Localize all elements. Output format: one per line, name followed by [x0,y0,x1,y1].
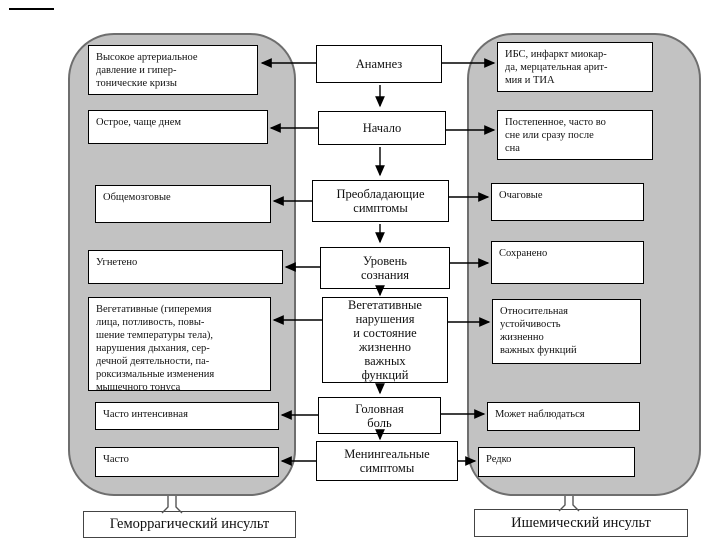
hemorrhagic-meningeal-box: Часто [95,447,279,477]
ischemic-meningeal-box: Редко [478,447,635,477]
ischemic-headache-box: Может наблюдаться [487,402,640,431]
ischemic-stroke-label-box: Ишемический инсульт [474,509,688,537]
consciousness-level-box: Уровень сознания [320,247,450,289]
meningeal-symptoms-box: Менингеальные симптомы [316,441,458,481]
hemorrhagic-symptoms-box: Общемозговые [95,185,271,223]
ischemic-onset-box: Постепенное, часто во сне или сразу посл… [497,110,653,160]
hemorrhagic-vegetative-box: Вегетативные (гиперемия лица, потливость… [88,297,271,391]
ischemic-vegetative-box: Относительная устойчивость жизненно важн… [492,299,641,364]
ischemic-symptoms-box: Очаговые [491,183,644,221]
predominant-symptoms-box: Преобладающие симптомы [312,180,449,222]
headache-box: Головная боль [318,397,441,434]
hemorrhagic-stroke-label-box: Геморрагический инсульт [83,511,296,538]
hemorrhagic-anamnesis-box: Высокое артериальное давление и гипер- т… [88,45,258,95]
ischemic-consciousness-box: Сохранено [491,241,644,284]
hemorrhagic-headache-box: Часто интенсивная [95,402,279,430]
top-left-line [9,8,54,10]
anamnesis-box: Анамнез [316,45,442,83]
onset-box: Начало [318,111,446,145]
ischemic-anamnesis-box: ИБС, инфаркт миокар- да, мерцательная ар… [497,42,653,92]
hemorrhagic-consciousness-box: Угнетено [88,250,283,284]
hemorrhagic-onset-box: Острое, чаще днем [88,110,268,144]
vegetative-functions-box: Вегетативные нарушения и состояние жизне… [322,297,448,383]
